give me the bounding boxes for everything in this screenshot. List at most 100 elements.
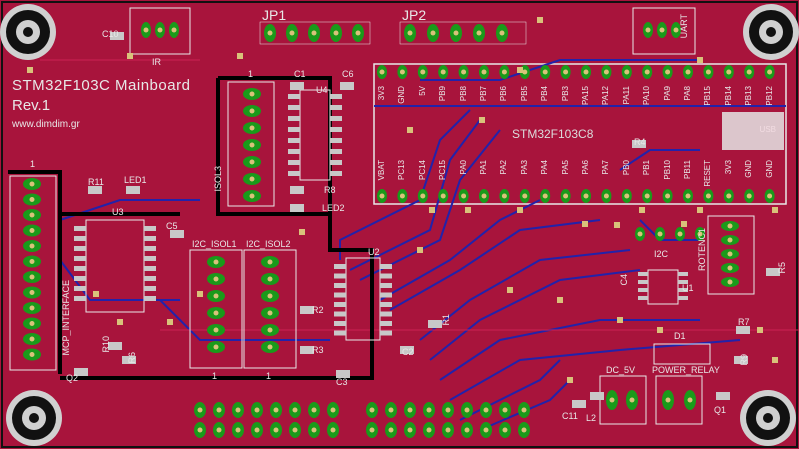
u4-pin	[288, 160, 300, 165]
u2-pin	[334, 330, 346, 336]
pad-hole	[267, 327, 273, 333]
pad-hole	[333, 30, 339, 36]
u4-pin	[330, 116, 342, 121]
via	[27, 67, 33, 73]
pad-hole	[267, 344, 273, 350]
pad-hole	[461, 193, 467, 199]
u3-pin	[74, 286, 86, 291]
pin1-mcp: 1	[30, 159, 36, 169]
passive-pad	[290, 82, 304, 90]
c10-label: C10	[102, 29, 119, 39]
pad-hole	[29, 305, 35, 311]
via	[681, 221, 687, 227]
mcu-pin-label: PA7	[601, 160, 611, 175]
u1-pin	[678, 296, 688, 300]
u1-pin	[678, 288, 688, 292]
mcu-pin-label: GND	[744, 160, 754, 178]
pad-hole	[292, 407, 298, 413]
pad-hole	[426, 427, 432, 433]
u4-pin	[330, 138, 342, 143]
via	[757, 327, 763, 333]
mcu-module-outline	[373, 63, 787, 205]
c11-label: C11	[562, 411, 578, 421]
pad-hole	[461, 69, 467, 75]
passive-pad	[340, 82, 354, 90]
u4-pin	[330, 105, 342, 110]
u2-pin	[334, 264, 346, 269]
pad-hole	[213, 344, 219, 350]
pad-hole	[685, 69, 691, 75]
pad-hole	[426, 407, 432, 413]
pin1-isol3: 1	[248, 69, 254, 79]
via	[429, 207, 435, 213]
c6-label: C6	[342, 69, 354, 79]
pad-hole	[430, 30, 436, 36]
pin1-isol2: 1	[266, 371, 272, 381]
pad-hole	[624, 193, 630, 199]
via	[772, 357, 778, 363]
pad-hole	[522, 193, 528, 199]
u3-pin	[74, 256, 86, 261]
via	[567, 377, 573, 383]
pad-hole	[267, 30, 273, 36]
pad-hole	[453, 30, 459, 36]
pad-hole	[481, 69, 487, 75]
r4-label: R4	[634, 137, 646, 147]
led1-label: LED1	[124, 175, 147, 185]
mcu-pin-label: PB3	[560, 86, 570, 102]
mcu-pin-label: PA6	[581, 160, 590, 175]
pad-hole	[521, 427, 527, 433]
r7-label: R7	[738, 317, 750, 327]
u1-pin	[638, 296, 648, 300]
mcu-pin-label: PB14	[723, 86, 733, 106]
u4-pin	[330, 127, 342, 132]
jp1-label: JP1	[262, 7, 287, 23]
pad-hole	[464, 427, 470, 433]
pad-hole	[399, 69, 405, 75]
c2-label: C2	[402, 347, 414, 357]
pad-hole	[216, 427, 222, 433]
usb-label: USB	[759, 125, 776, 134]
mcu-pin-label: PA11	[621, 86, 631, 105]
pad-hole	[369, 427, 375, 433]
pad-hole	[542, 193, 548, 199]
u1-pin	[638, 272, 648, 276]
mcu-name: STM32F103C8	[512, 127, 594, 141]
pad-hole	[726, 193, 732, 199]
u2-pin	[380, 292, 392, 298]
u3-pin	[74, 236, 86, 241]
pad-hole	[727, 279, 733, 285]
mcu-pin-label: PB9	[438, 86, 448, 102]
pad-hole	[289, 30, 295, 36]
pad-hole	[502, 407, 508, 413]
pad-hole	[563, 69, 569, 75]
pad-hole	[292, 427, 298, 433]
pad-hole	[645, 27, 651, 33]
l2-label: L2	[586, 413, 597, 423]
pad-hole	[379, 69, 385, 75]
i2c-isol2-label: I2C_ISOL2	[246, 239, 291, 249]
pad-hole	[563, 193, 569, 199]
mcu-pin-label: PA15	[581, 86, 590, 105]
pad-hole	[483, 407, 489, 413]
u3-pin	[144, 246, 156, 251]
pad-hole	[29, 228, 35, 233]
pad-hole	[369, 407, 375, 413]
via	[407, 127, 413, 133]
via	[697, 207, 703, 213]
u3-pin	[144, 266, 156, 271]
passive-pad	[170, 230, 184, 238]
pad-hole	[603, 193, 609, 199]
via	[465, 207, 471, 213]
chip-u2	[345, 257, 381, 341]
via	[117, 319, 123, 325]
mcu-pin-label: PB13	[744, 86, 754, 106]
passive-pad	[766, 268, 780, 276]
q1-label: Q1	[714, 405, 727, 415]
c5-label: C5	[166, 221, 178, 231]
pad-hole	[29, 197, 35, 202]
u4-pin	[330, 149, 342, 154]
r2-label: R2	[312, 305, 324, 315]
pad-hole	[267, 276, 273, 282]
